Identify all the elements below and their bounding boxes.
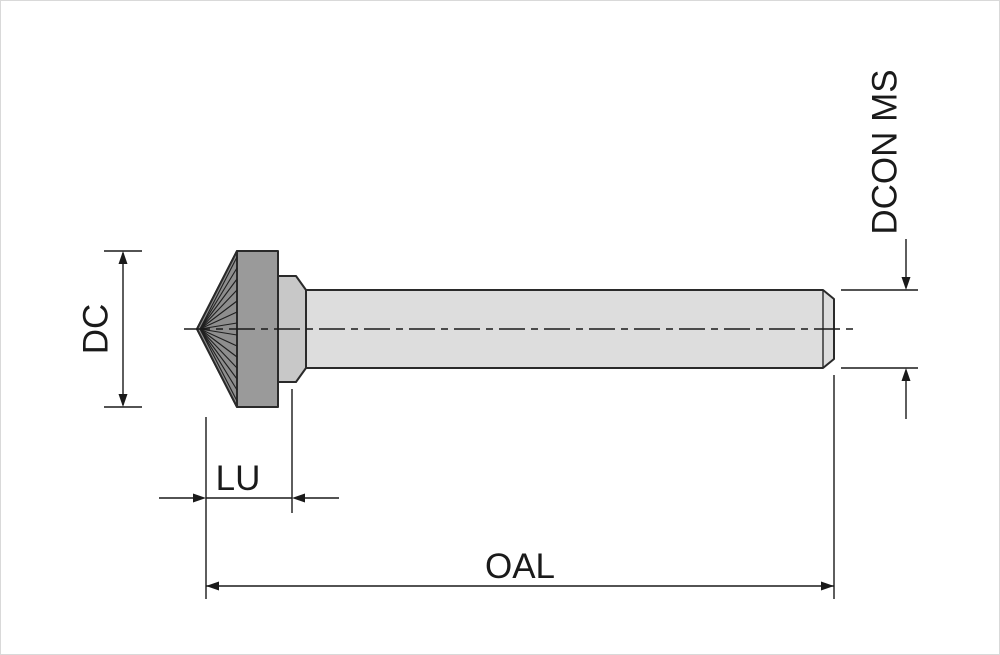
oal-arrow-right [821,581,834,591]
dc-dimension [104,250,142,408]
cone-flutes [199,256,238,402]
lu-dimension [159,389,339,599]
dc-arrow-down [118,394,128,407]
lu-arrow-left [292,493,305,503]
lu-label: LU [216,459,261,498]
tool-drawing [184,250,858,408]
dc-label: DC [77,304,116,355]
oal-arrow-left [206,581,219,591]
dcon-ms-label: DCON MS [866,69,905,234]
dc-arrow-up [118,251,128,264]
dcon-arrow-down [901,277,911,290]
oal-dimension [206,375,835,599]
dcon-arrow-up [901,368,911,381]
lu-arrow-right [193,493,206,503]
oal-label: OAL [485,547,555,586]
dcon-dimension [841,239,918,419]
